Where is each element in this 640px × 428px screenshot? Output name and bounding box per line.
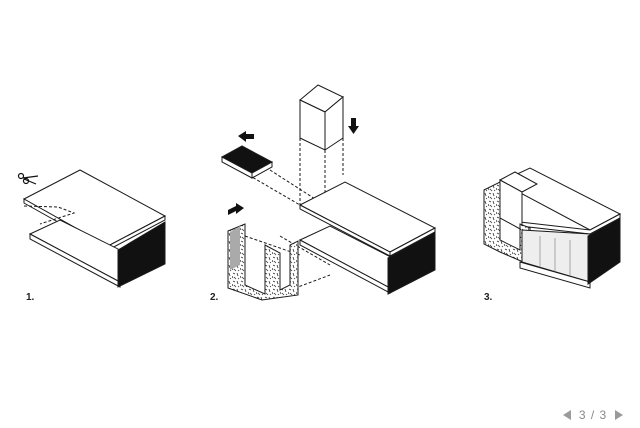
arrow-down-icon xyxy=(348,118,359,134)
step3-bottom-slab xyxy=(519,261,591,289)
step-1-label: 1. xyxy=(26,292,35,303)
next-slide-button[interactable] xyxy=(612,408,626,422)
scissors-icon xyxy=(17,172,39,185)
arrow-right-icon xyxy=(228,203,244,215)
step-3-label: 3. xyxy=(484,292,493,303)
prev-slide-button[interactable] xyxy=(560,408,574,422)
slide-pager: 3 / 3 xyxy=(560,407,626,423)
slide-counter: 3 / 3 xyxy=(578,408,608,422)
step2-side-wall xyxy=(387,231,436,295)
step3-stone-wall xyxy=(483,181,531,266)
step-3-diagram xyxy=(483,167,622,289)
step3-side-wall xyxy=(587,217,621,285)
triangle-left-icon xyxy=(563,410,571,420)
step-1-diagram xyxy=(22,169,167,288)
step1-side-wall xyxy=(117,221,166,288)
arrow-left-icon xyxy=(238,131,254,142)
triangle-right-icon xyxy=(614,410,623,420)
step-2-diagram xyxy=(220,84,437,301)
step-2-label: 2. xyxy=(210,292,219,303)
